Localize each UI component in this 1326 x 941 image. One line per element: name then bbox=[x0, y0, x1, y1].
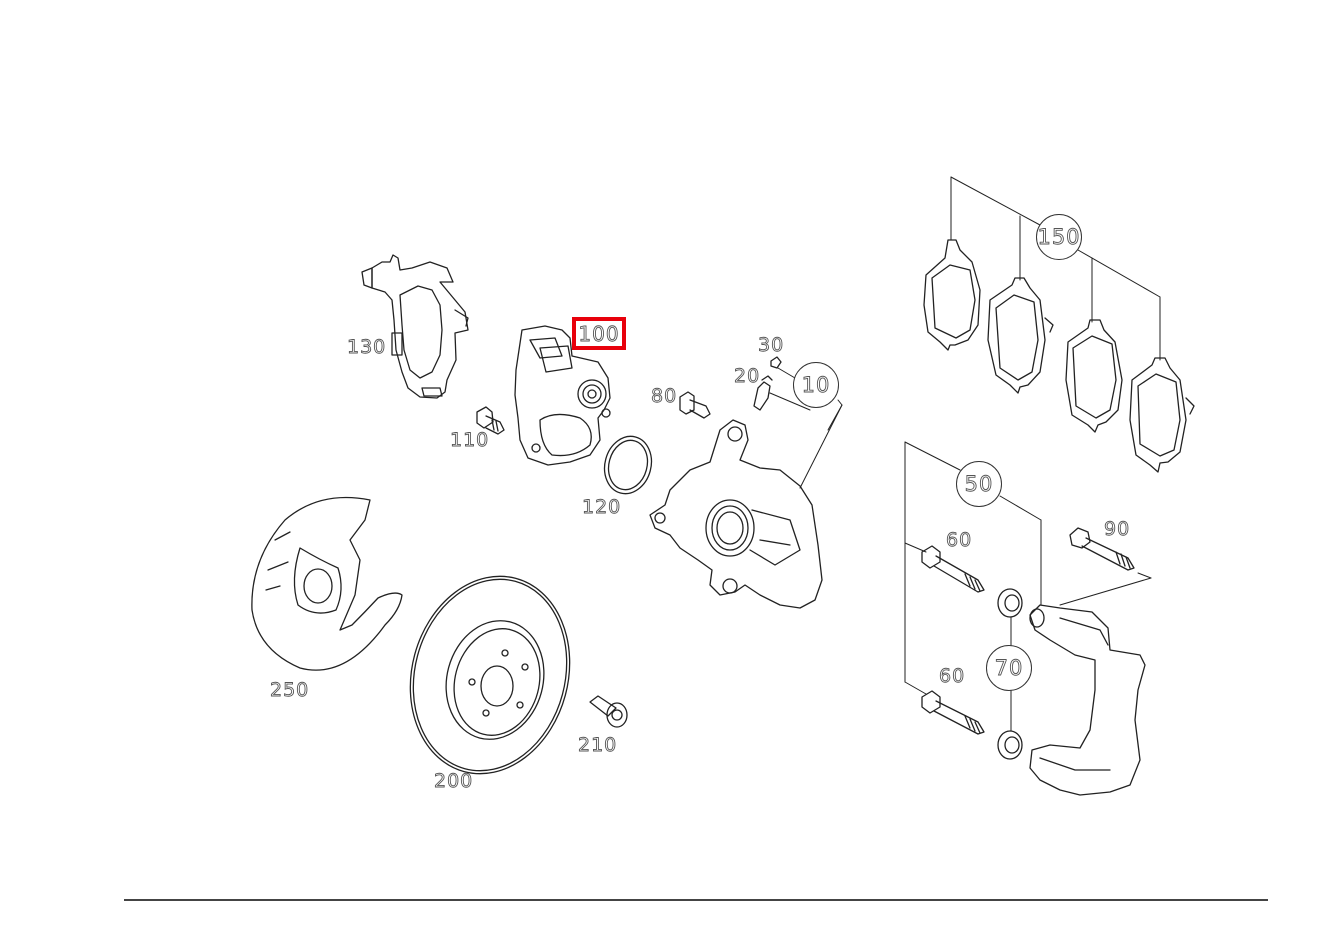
part-60-bolt-upper[interactable] bbox=[921, 545, 985, 593]
part-50-caliper-carrier[interactable] bbox=[1029, 604, 1146, 796]
brake-pad-2 bbox=[987, 277, 1054, 394]
part-200-brake-disc[interactable] bbox=[389, 558, 591, 792]
part-10-caliper-housing[interactable] bbox=[649, 419, 823, 609]
part-70-guide-sleeve-upper[interactable] bbox=[997, 588, 1023, 618]
callout-250[interactable]: 250 bbox=[270, 679, 310, 701]
callout-60-upper[interactable]: 60 bbox=[946, 529, 973, 551]
callout-10-text: 10 bbox=[801, 373, 831, 398]
part-80-bolt[interactable] bbox=[1069, 527, 1135, 571]
callout-20[interactable]: 20 bbox=[734, 365, 761, 387]
callout-70-text: 70 bbox=[994, 656, 1024, 681]
callout-10[interactable]: 10 bbox=[793, 362, 839, 408]
part-110-bolt[interactable] bbox=[476, 406, 505, 435]
callout-90[interactable]: 80 bbox=[651, 385, 678, 407]
part-120-o-ring[interactable] bbox=[598, 431, 657, 499]
part-90-bolt[interactable] bbox=[679, 391, 711, 419]
part-60-bolt-lower[interactable] bbox=[921, 690, 985, 735]
part-210-screw[interactable] bbox=[589, 695, 628, 728]
callout-110[interactable]: 110 bbox=[450, 429, 490, 451]
callout-210[interactable]: 210 bbox=[578, 734, 618, 756]
callout-100-highlighted[interactable]: 100 bbox=[572, 317, 626, 350]
leader-lines-150 bbox=[950, 176, 1161, 361]
footer-divider bbox=[124, 899, 1268, 901]
brake-pad-3 bbox=[1065, 319, 1123, 433]
callout-70[interactable]: 70 bbox=[986, 645, 1032, 691]
part-150-brake-pads[interactable] bbox=[923, 239, 1195, 473]
callout-50-text: 50 bbox=[964, 472, 994, 497]
leader-lines-50 bbox=[904, 441, 1152, 732]
callout-80[interactable]: 90 bbox=[1104, 518, 1131, 540]
part-130-bracket[interactable] bbox=[361, 254, 469, 399]
part-20-bleed-screw[interactable] bbox=[753, 375, 773, 411]
callout-100-text: 100 bbox=[578, 321, 620, 346]
callout-200[interactable]: 200 bbox=[434, 770, 474, 792]
callout-120[interactable]: 120 bbox=[582, 496, 622, 518]
callout-130[interactable]: 130 bbox=[347, 336, 387, 358]
part-100-actuator-motor[interactable] bbox=[514, 325, 611, 466]
callout-60-lower[interactable]: 60 bbox=[939, 665, 966, 687]
leader-lines-10 bbox=[769, 367, 843, 489]
callout-30[interactable]: 30 bbox=[758, 334, 785, 356]
part-70-guide-sleeve-lower[interactable] bbox=[997, 730, 1023, 760]
callout-150-text: 150 bbox=[1037, 225, 1081, 250]
part-250-backing-plate[interactable] bbox=[251, 496, 403, 671]
callout-50[interactable]: 50 bbox=[956, 461, 1002, 507]
callout-150[interactable]: 150 bbox=[1036, 214, 1082, 260]
part-30-dust-cap[interactable] bbox=[770, 356, 782, 369]
brake-pad-4 bbox=[1129, 357, 1195, 473]
brake-pad-1 bbox=[923, 239, 981, 351]
